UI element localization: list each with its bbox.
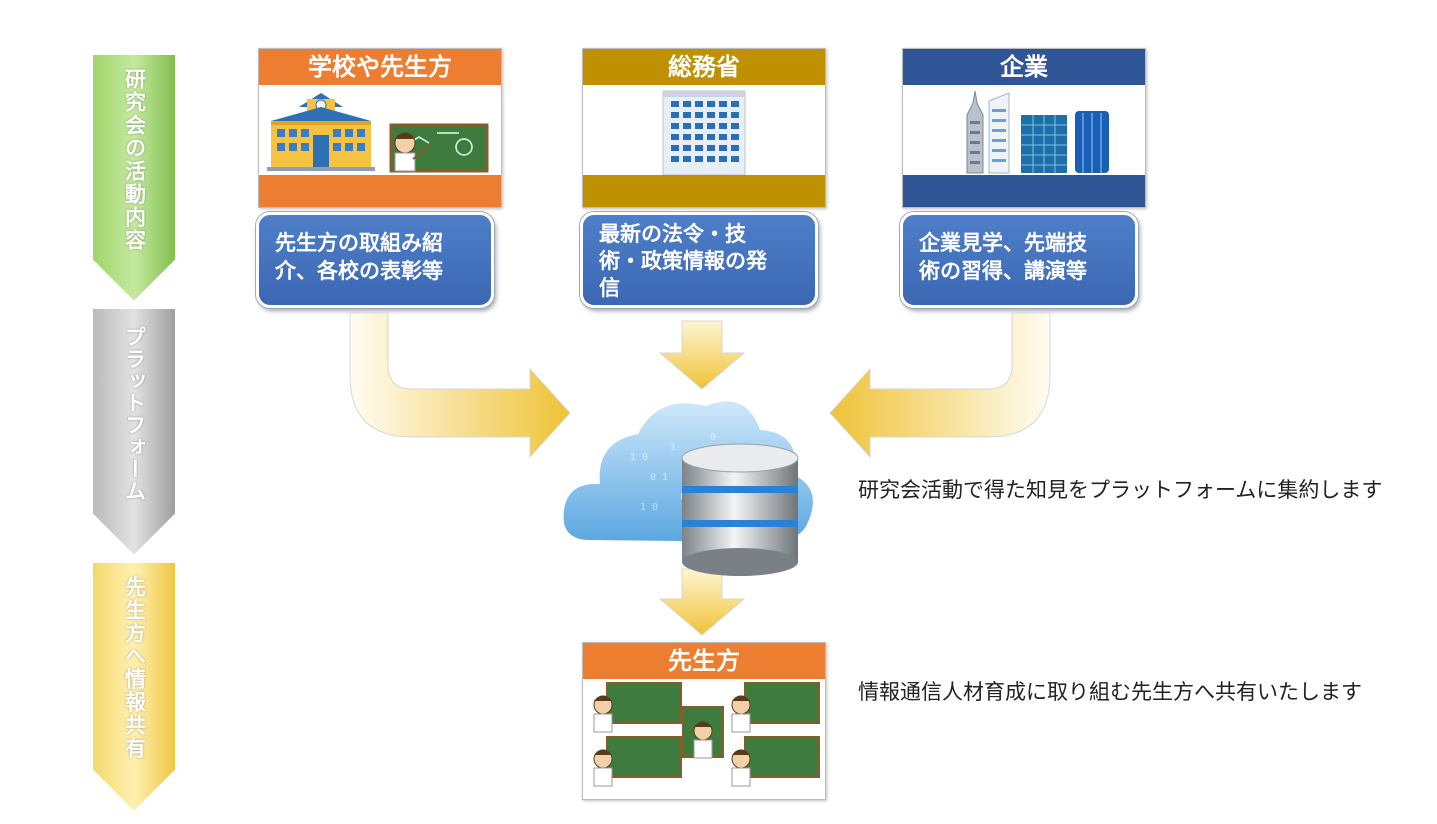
desc-line: 介、各校の表彰等 — [275, 259, 443, 283]
city-buildings-icon — [966, 90, 1109, 174]
cloud-database-icon: 1 00 110 11 010 — [563, 401, 813, 576]
card-title: 先生方 — [583, 643, 825, 679]
source-card-schools: 学校や先生方 — [258, 48, 502, 208]
stage-label-text: 先生方へ情報共有 — [122, 576, 147, 760]
stage-label-text: 研究会の活動内容 — [122, 68, 147, 252]
svg-text:1 0: 1 0 — [630, 452, 648, 463]
stage-platform: プラットフォーム — [90, 306, 178, 558]
destination-caption: 情報通信人材育成に取り組む先生方へ共有いたします — [858, 680, 1362, 704]
desc-line: 先生方の取組み紹 — [275, 231, 443, 255]
teachers-icon — [593, 682, 820, 787]
chevron-arrow-icon — [91, 561, 177, 814]
flow-arrows — [349, 312, 1051, 636]
source-card-ministry: 総務省 — [582, 48, 826, 208]
stage-label: プラットフォーム — [90, 326, 178, 502]
desc-line: 最新の法令・技 — [599, 222, 746, 246]
destination-card-teachers: 先生方 — [582, 642, 826, 800]
desc-line: 企業見学、先端技 — [919, 231, 1087, 255]
desc-line: 術・政策情報の発 — [599, 249, 767, 273]
teacher-board — [593, 682, 682, 733]
card-image — [259, 85, 501, 175]
card-title: 総務省 — [583, 49, 825, 85]
svg-text:0: 0 — [710, 432, 716, 443]
stage-activity: 研究会の活動内容 — [90, 52, 178, 304]
stage-label: 先生方へ情報共有 — [90, 576, 178, 760]
school-teacher-icon — [267, 93, 489, 173]
arrow-right-curve-icon — [829, 312, 1051, 459]
svg-text:1: 1 — [670, 442, 676, 453]
svg-text:1 0: 1 0 — [640, 502, 658, 513]
source-description-schools: 先生方の取組み紹 介、各校の表彰等 — [256, 212, 494, 308]
card-title: 企業 — [903, 49, 1145, 85]
source-description-companies: 企業見学、先端技 術の習得、講演等 — [900, 212, 1138, 308]
stage-label-text: プラットフォーム — [122, 326, 147, 502]
stage-share: 先生方へ情報共有 — [90, 560, 178, 814]
arrow-left-curve-icon — [349, 312, 571, 459]
card-image — [903, 85, 1145, 175]
platform-caption: 研究会活動で得た知見をプラットフォームに集約します — [858, 478, 1383, 502]
stage-label: 研究会の活動内容 — [90, 68, 178, 252]
arrow-down-icon — [658, 320, 746, 390]
source-card-companies: 企業 — [902, 48, 1146, 208]
desc-line: 術の習得、講演等 — [919, 259, 1087, 283]
card-title: 学校や先生方 — [259, 49, 501, 85]
card-image — [583, 85, 825, 176]
svg-text:0 1: 0 1 — [650, 472, 668, 483]
office-building-icon — [662, 90, 746, 176]
chevron-arrow-icon — [91, 53, 177, 304]
chevron-arrow-icon — [91, 307, 177, 558]
source-description-ministry: 最新の法令・技 術・政策情報の発 信 — [580, 212, 818, 308]
desc-line: 信 — [599, 276, 620, 300]
